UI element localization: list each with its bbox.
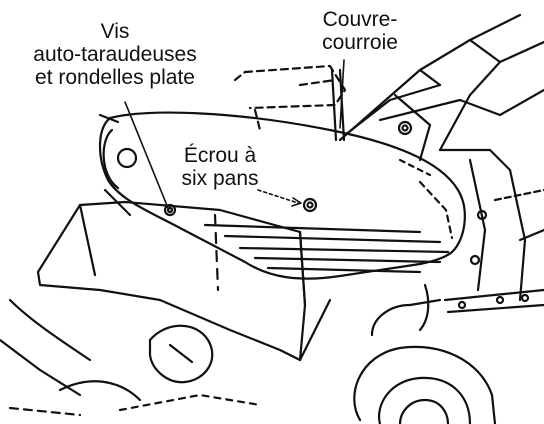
screws-label-line3: et rondelles plate [35,66,195,89]
tine-shield [36,200,307,362]
screws-label-line1: Vis [100,20,130,43]
tine-assembly [0,298,332,417]
hex-nut-label-line1: Écrou à [183,144,257,167]
belt-cover-label-line2: courroie [322,31,398,54]
screws-label-line2: auto-taraudeuses [33,43,197,66]
belt-cover-label: Couvre- courroie [300,8,420,54]
belt-cover [98,111,466,280]
axle-bracket [418,228,544,332]
belt-cover-label-line1: Couvre- [322,8,398,31]
upper-cover-outline [233,64,347,132]
wheel [353,298,497,424]
frame-structure [338,13,544,302]
leader-lines [124,59,345,209]
screws-and-washers-label: Vis auto-taraudeuses et rondelles plate [0,20,230,89]
hex-nut-label: Écrou à six pans [160,144,280,190]
hex-nut-label-line2: six pans [181,167,259,190]
